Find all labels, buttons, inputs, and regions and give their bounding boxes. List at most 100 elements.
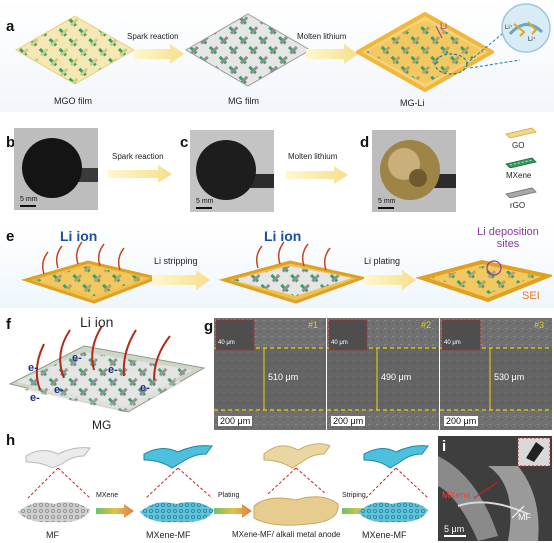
mg-network-diagram: [8, 325, 206, 413]
sei-label: SEI: [522, 290, 540, 302]
legend: GO MXene rGO: [480, 124, 552, 216]
mgo-film-label: MGO film: [54, 96, 92, 106]
scale-bar-b: [20, 205, 36, 207]
stripping-end-diagram: [218, 241, 366, 304]
scale-d: 5 mm: [378, 198, 396, 205]
scale-bar-c: [196, 207, 212, 209]
panel-f: f Li ion e- e- e- e- e- e- MG: [0, 314, 210, 434]
anode-block: [253, 496, 339, 526]
sem-3-tag: #3: [534, 320, 545, 330]
electron-label-2: e-: [72, 352, 82, 364]
photo-mg-li: 5 mm: [372, 130, 456, 212]
legend-mxene-label: MXene: [506, 171, 532, 180]
mf-label: MF: [46, 530, 59, 540]
sem-1-scale: 200 μm: [218, 416, 253, 426]
sem-image-2: #2 40 μm 490 μm 200 μm: [327, 318, 439, 430]
arrow-spark-a-label: Spark reaction: [127, 32, 179, 41]
arrow-stripping-label: Li stripping: [154, 256, 198, 266]
scale-b: 5 mm: [20, 196, 38, 203]
sem-2-thickness: 490 μm: [381, 372, 412, 382]
arrow-plating-h: [214, 504, 252, 518]
mgo-film-diagram: [14, 15, 136, 85]
arrow-mxene-label: MXene: [96, 492, 119, 499]
sem-image-i: i MXene MF 5 μm: [438, 436, 552, 541]
anode-label: MXene-MF/ alkali metal anode: [232, 530, 341, 539]
panel-label-b: b: [6, 134, 16, 151]
arrow-molten-c-label: Molten lithium: [288, 152, 338, 161]
sem-image-3: #3 40 μm 530 μm 200 μm: [440, 318, 552, 430]
stripping-start-diagram: [20, 241, 158, 304]
legend-mxene-swatch: [505, 157, 537, 168]
legend-go-label: GO: [512, 141, 525, 150]
sem-2-inset-scale: 40 μm: [331, 340, 348, 346]
sem-1-inset-scale: 40 μm: [218, 340, 235, 346]
panel-label-a: a: [6, 18, 15, 35]
arrow-spark-b: [108, 165, 172, 183]
sem-image-1: #1 40 μm 510 μm 200 μm: [214, 318, 326, 430]
sem-3-thickness: 530 μm: [494, 372, 525, 382]
mg-label-f: MG: [92, 418, 112, 432]
legend-rgo-swatch: [505, 187, 537, 198]
panel-e: e Li ion Li stripping Li ion Li plating …: [0, 226, 554, 308]
f-li-ion-label: Li ion: [80, 314, 114, 330]
li-ion-label-2: Li ion: [264, 228, 302, 244]
panel-label-d: d: [360, 134, 370, 151]
arrow-molten-a-label: Molten lithium: [297, 32, 347, 41]
mf-foam: [18, 502, 90, 523]
panel-label-c: c: [180, 134, 189, 151]
mg-film-label: MG film: [228, 96, 259, 106]
scale-bar-d: [378, 207, 394, 209]
panel-label-e: e: [6, 228, 15, 245]
anode-shape-top: [263, 443, 331, 469]
photo-mgo-film: 5 mm: [14, 128, 98, 210]
electron-label-3: e-: [108, 364, 118, 376]
mg-li-label: MG-Li: [400, 98, 425, 108]
panel-label-h: h: [6, 432, 16, 449]
mxene-mf-foam-1: [140, 502, 214, 523]
arrow-molten-c: [286, 166, 348, 184]
zoom-circle: [501, 3, 551, 53]
electron-label-1: e-: [28, 362, 38, 374]
mxene-mf-label-1: MXene-MF: [146, 530, 191, 540]
arrow-mxene: [96, 504, 134, 518]
scale-c: 5 mm: [196, 198, 214, 205]
sem-2-scale: 200 μm: [331, 416, 366, 426]
panel-label-f: f: [6, 316, 11, 333]
scale-bar-i: [444, 535, 466, 537]
sem-2-tag: #2: [421, 320, 432, 330]
arrow-stripping: [152, 270, 210, 290]
mxene-mf-zoom-2: [365, 467, 429, 499]
mf-zoom-lines: [27, 467, 91, 499]
electron-label-4: e-: [54, 384, 64, 396]
arrow-molten-a: [306, 44, 358, 64]
arrow-plating-label: Li plating: [364, 256, 401, 266]
sem-cross-sections: #1 40 μm 510 μm 200 μm #2 40 μm 490 μm 2…: [214, 318, 552, 430]
plating-diagram: [415, 259, 552, 303]
legend-rgo-label: rGO: [510, 201, 526, 210]
arrow-spark-a: [134, 44, 184, 64]
i-mf-label: MF: [518, 512, 531, 522]
zoom-li-1: Li⁺: [505, 25, 513, 31]
i-scale-label: 5 μm: [444, 524, 465, 534]
arrow-striping-label: Striping: [342, 492, 366, 499]
sem-1-tag: #1: [308, 320, 319, 330]
photo-mg-film: 5 mm: [190, 130, 274, 212]
mxene-mf-foam-2: [358, 502, 428, 523]
mxene-mf-label-2: MXene-MF: [362, 530, 407, 540]
li-ion-label-1: Li ion: [60, 228, 98, 244]
panel-label-g: g: [204, 318, 214, 335]
mxene-mf-shape-top-2: [363, 445, 429, 469]
arrow-plating: [364, 270, 416, 290]
sem-3-scale: 200 μm: [444, 416, 479, 426]
li-tag: Li: [440, 21, 448, 31]
mxene-mf-shape-top-1: [143, 445, 213, 469]
sem-1-thickness: 510 μm: [268, 372, 299, 382]
arrow-plating-h-label: Plating: [218, 492, 240, 499]
mg-li-film-diagram: [356, 12, 494, 92]
mf-shape-top: [25, 447, 91, 469]
panel-h: MF MXene MXene-MF Plating MXene-MF/ alka…: [8, 438, 432, 542]
panel-a: a MGO film Spark reaction MG film Molten…: [0, 0, 554, 112]
i-mxene-label: MXene: [442, 490, 471, 500]
panel-label-i: i: [442, 438, 447, 455]
electron-label-6: e-: [30, 392, 40, 404]
